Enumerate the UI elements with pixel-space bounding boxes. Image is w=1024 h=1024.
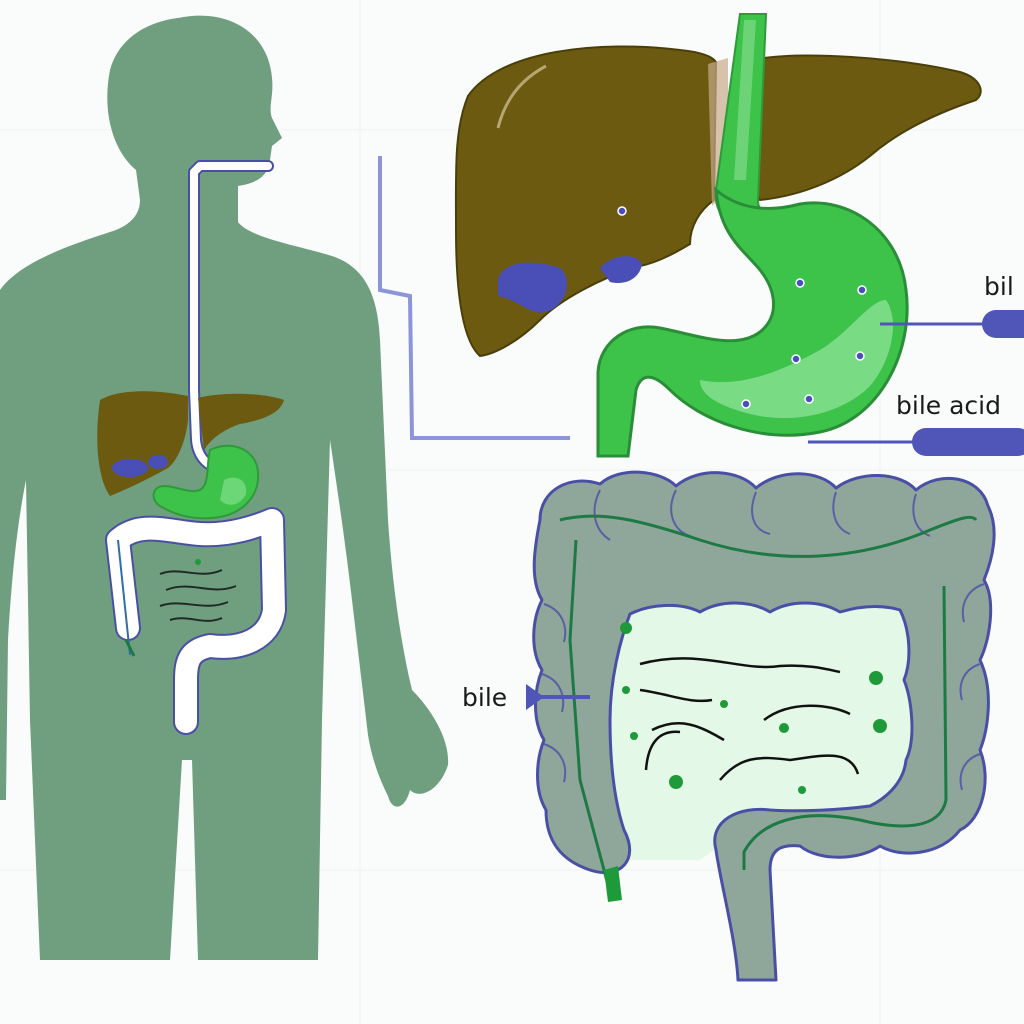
- zoom-gallbladder: [498, 262, 568, 313]
- colon-green-dots: [620, 622, 887, 794]
- zoom-stomach: [596, 186, 909, 458]
- colon-tract-line: [559, 514, 978, 558]
- colon-contents-squiggles: [639, 657, 860, 781]
- zoom-connector-top: [378, 156, 570, 440]
- stomach-bile-dots: [741, 278, 867, 409]
- stomach-bile-label: bil: [984, 272, 1014, 301]
- body-small-intestine: [159, 569, 237, 622]
- colon-bile-label: bile: [462, 683, 507, 712]
- zoom-liver: [454, 45, 982, 358]
- zoom-large-intestine: [532, 470, 996, 982]
- body-large-intestine: [105, 507, 287, 735]
- body-stomach: [152, 444, 260, 520]
- body-liver: [97, 391, 284, 496]
- bile-acid-label: bile acid: [896, 391, 1001, 420]
- bile-acid-pointer: [808, 428, 1024, 456]
- stomach-bile-pointer: [880, 310, 1024, 338]
- body-gallbladder: [112, 459, 148, 477]
- colon-bile-pointer: [526, 684, 590, 710]
